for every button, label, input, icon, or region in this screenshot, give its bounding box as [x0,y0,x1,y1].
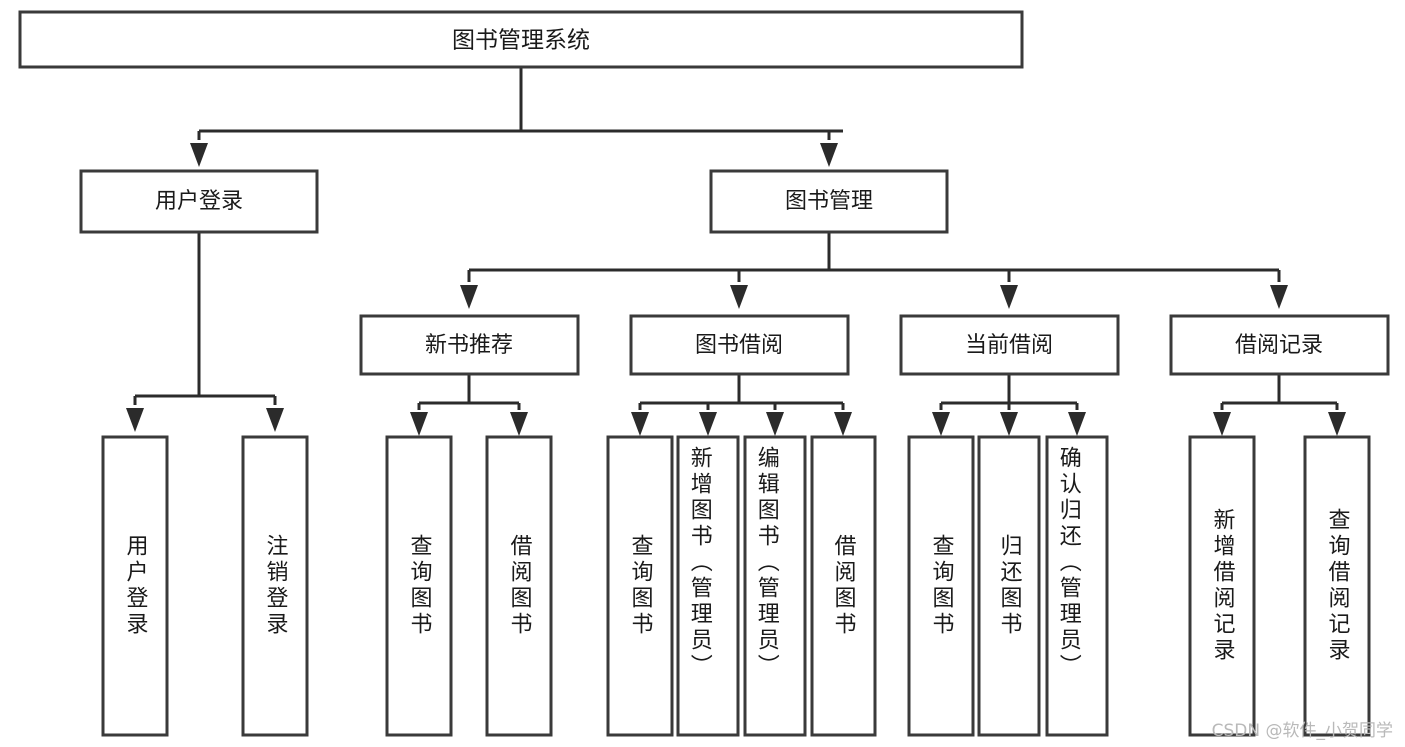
arrow-down-icon [1213,412,1231,436]
node-current-borrow-box[interactable] [899,314,1120,376]
leaf-current-borrow-query-label: 查询图书 [929,534,955,638]
node-book-borrow[interactable]: 图书借阅 [629,314,850,376]
leaf-book-borrow-edit[interactable]: 编辑图书（管理员） [743,435,807,737]
connector-new-book-to-leaves [410,374,528,436]
arrow-down-icon [730,285,748,309]
arrow-down-icon [820,143,838,167]
arrow-down-icon [190,143,208,167]
arrow-down-icon [834,412,852,436]
leaf-user-login-login-box[interactable] [101,435,169,737]
node-current-borrow-label: 当前借阅 [965,333,1053,358]
leaf-new-book-query-label: 查询图书 [407,534,433,638]
node-user-login-box[interactable] [79,169,319,234]
arrow-down-icon [460,285,478,309]
node-new-book-recommend-label: 新书推荐 [425,333,513,358]
leaf-current-borrow-confirm-box[interactable] [1045,435,1109,737]
leaf-user-login-logout-label: 注销登录 [263,534,289,638]
node-borrow-record-label: 借阅记录 [1235,333,1323,358]
node-user-login[interactable]: 用户登录 [79,169,319,234]
leaf-current-borrow-confirm[interactable]: 确认归还（管理员） [1045,435,1109,737]
node-book-management-box[interactable] [709,169,949,234]
arrow-down-icon [1328,412,1346,436]
leaf-new-book-borrow-label: 借阅图书 [507,534,533,638]
leaf-borrow-record-add-box[interactable] [1188,435,1256,737]
node-root-book-management-system[interactable]: 图书管理系统 [18,10,1024,69]
leaf-book-borrow-add[interactable]: 新增图书（管理员） [676,435,740,737]
arrow-down-icon [1270,285,1288,309]
arrow-down-icon [1000,285,1018,309]
leaf-user-login-login-label: 用户登录 [123,534,149,638]
leaf-borrow-record-add[interactable]: 新增借阅记录 [1188,435,1256,737]
leaf-new-book-borrow[interactable]: 借阅图书 [485,435,553,737]
leaf-book-borrow-query-box[interactable] [606,435,674,737]
arrow-down-icon [266,408,284,432]
leaf-current-borrow-return-box[interactable] [977,435,1041,737]
leaf-user-login-logout[interactable]: 注销登录 [241,435,309,737]
leaf-user-login-logout-box[interactable] [241,435,309,737]
leaf-book-borrow-edit-label: 编辑图书（管理员） [754,446,780,680]
leaf-book-borrow-borrow-box[interactable] [810,435,877,737]
arrow-down-icon [766,412,784,436]
connector-user-login-to-leaves [126,232,284,432]
node-borrow-record-box[interactable] [1169,314,1390,376]
leaf-book-borrow-edit-box[interactable] [743,435,807,737]
connector-book-borrow-to-leaves [631,374,852,436]
node-root-label: 图书管理系统 [452,28,590,54]
leaf-borrow-record-query-label: 查询借阅记录 [1325,508,1351,664]
arrow-down-icon [699,412,717,436]
arrow-down-icon [1068,412,1086,436]
leaf-borrow-record-query[interactable]: 查询借阅记录 [1303,435,1371,737]
leaf-new-book-borrow-box[interactable] [485,435,553,737]
leaf-current-borrow-confirm-label: 确认归还（管理员） [1056,446,1082,680]
node-user-login-label: 用户登录 [155,189,243,214]
node-current-borrow[interactable]: 当前借阅 [899,314,1120,376]
leaf-borrow-record-add-label: 新增借阅记录 [1210,508,1236,664]
node-borrow-record[interactable]: 借阅记录 [1169,314,1390,376]
leaf-current-borrow-return-label: 归还图书 [997,534,1023,638]
arrow-down-icon [126,408,144,432]
leaf-current-borrow-return[interactable]: 归还图书 [977,435,1041,737]
node-book-borrow-label: 图书借阅 [695,333,783,358]
connector-book-manage-to-level3 [460,232,1288,309]
leaf-user-login-login[interactable]: 用户登录 [101,435,169,737]
leaf-book-borrow-query[interactable]: 查询图书 [606,435,674,737]
connector-root-to-level2 [190,67,843,167]
leaf-new-book-query[interactable]: 查询图书 [385,435,453,737]
leaf-book-borrow-add-box[interactable] [676,435,740,737]
node-book-management-label: 图书管理 [785,189,873,214]
leaf-book-borrow-add-label: 新增图书（管理员） [687,446,713,680]
arrow-down-icon [510,412,528,436]
leaf-book-borrow-borrow-label: 借阅图书 [831,534,857,638]
node-new-book-recommend[interactable]: 新书推荐 [359,314,580,376]
leaf-current-borrow-query[interactable]: 查询图书 [907,435,975,737]
node-book-management[interactable]: 图书管理 [709,169,949,234]
node-book-borrow-box[interactable] [629,314,850,376]
node-root-box[interactable] [18,10,1024,69]
arrow-down-icon [631,412,649,436]
leaf-book-borrow-query-label: 查询图书 [628,534,654,638]
arrow-down-icon [932,412,950,436]
leaf-new-book-query-box[interactable] [385,435,453,737]
connector-borrow-record-to-leaves [1213,374,1346,436]
arrow-down-icon [1000,412,1018,436]
connector-current-borrow-to-leaves [932,374,1086,436]
leaf-book-borrow-borrow[interactable]: 借阅图书 [810,435,877,737]
node-new-book-recommend-box[interactable] [359,314,580,376]
leaf-borrow-record-query-box[interactable] [1303,435,1371,737]
arrow-down-icon [410,412,428,436]
leaf-current-borrow-query-box[interactable] [907,435,975,737]
